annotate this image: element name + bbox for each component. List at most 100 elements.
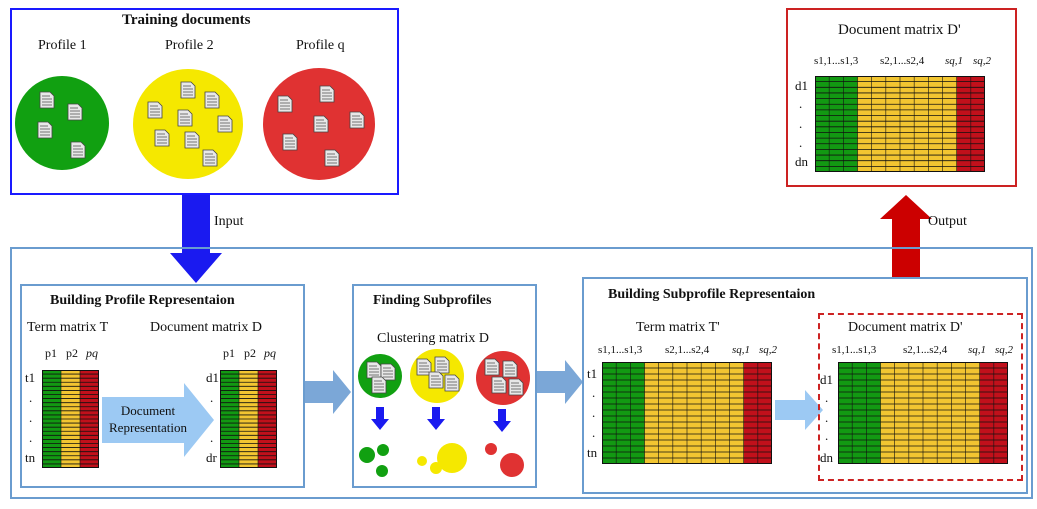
matrix-column (616, 362, 631, 464)
document-representation-label: Document Representation (109, 403, 187, 435)
sub-doc-row-dot3: . (825, 428, 829, 443)
matrix-column (965, 362, 980, 464)
sub-doc-row-d1: d1 (820, 372, 833, 387)
document-representation-arrow (102, 383, 214, 457)
matrix-column (857, 76, 872, 172)
sub-doc-row-dot2: . (825, 410, 829, 425)
matrix-border (42, 370, 99, 468)
sub-term-col-s1: s1,1...s1,3 (598, 344, 643, 356)
output-row-d1: d1 (795, 78, 808, 93)
matrix-column (602, 362, 617, 464)
doc-row-dot3: . (210, 430, 214, 445)
matrix-column (866, 362, 881, 464)
matrix-column (829, 76, 844, 172)
output-row-dot2: . (799, 116, 803, 131)
doc-col-p2: p2 (244, 346, 256, 360)
pipeline-panel (10, 247, 1033, 499)
input-label: Input (214, 214, 244, 229)
sub-doc-row-dot1: . (825, 390, 829, 405)
profile-q-label: Profile q (296, 38, 345, 53)
matrix-column (956, 76, 971, 172)
matrix-border (220, 370, 277, 468)
matrix-column (815, 76, 830, 172)
clustering-matrix-label: Clustering matrix D (377, 331, 489, 346)
matrix-column (880, 362, 895, 464)
matrix-column (838, 362, 853, 464)
matrix-column (687, 362, 702, 464)
output-col-sq2: sq,2 (973, 55, 992, 67)
matrix-column (729, 362, 744, 464)
term-row-dot1: . (29, 390, 33, 405)
matrix-column (843, 76, 858, 172)
document-matrix-d (220, 370, 277, 468)
output-label: Output (928, 214, 967, 229)
doc-row-d1: d1 (206, 370, 219, 385)
matrix-border (838, 362, 1008, 464)
matrix-column (928, 76, 943, 172)
term-matrix-t-prime (602, 362, 772, 464)
profile-1-label: Profile 1 (38, 38, 87, 53)
output-col-s2: s2,1...s2,4 (880, 55, 925, 67)
sub-doc-col-sq1: sq,1 (968, 344, 987, 356)
matrix-column (979, 362, 994, 464)
term-col-p2: p2 (66, 346, 78, 360)
matrix-column (942, 76, 957, 172)
matrix-column (743, 362, 758, 464)
matrix-column (852, 362, 867, 464)
term-row-t1: t1 (25, 370, 36, 385)
matrix-column (923, 362, 938, 464)
doc-row-dot1: . (210, 390, 214, 405)
matrix-column (644, 362, 659, 464)
matrix-border (602, 362, 772, 464)
selected-document-matrix-box (818, 313, 1023, 481)
sub-doc-row-dn: dn (820, 450, 833, 465)
sub-term-row-tn: tn (587, 445, 598, 460)
building-profile-title: Building Profile Representaion (50, 293, 235, 308)
matrix-column (914, 76, 929, 172)
matrix-column (658, 362, 673, 464)
output-row-dn: dn (795, 154, 808, 169)
term-matrix-t (42, 370, 99, 468)
flow-arrow-3 (775, 390, 823, 430)
sub-doc-col-sq2: sq,2 (995, 344, 1014, 356)
matrix-column (900, 76, 915, 172)
matrix-column (885, 76, 900, 172)
sub-doc-col-s1: s1,1...s1,3 (832, 344, 877, 356)
term-row-dot2: . (29, 410, 33, 425)
matrix-column (993, 362, 1008, 464)
flow-arrow-2 (537, 360, 583, 404)
output-row-dot3: . (799, 135, 803, 150)
sub-term-col-s2: s2,1...s2,4 (665, 344, 710, 356)
clustering-illustration (358, 349, 530, 477)
output-document-matrix (815, 76, 985, 172)
matrix-column (757, 362, 772, 464)
matrix-column (970, 76, 985, 172)
input-arrow (170, 195, 222, 283)
sub-doc-col-s2: s2,1...s2,4 (903, 344, 948, 356)
doc-col-p1: p1 (223, 346, 235, 360)
output-row-dot1: . (799, 96, 803, 111)
matrix-column (630, 362, 645, 464)
training-documents-box (10, 8, 399, 195)
document-matrix-d-prime-label: Document matrix D' (848, 320, 963, 335)
matrix-column (894, 362, 909, 464)
sub-term-row-t1: t1 (587, 366, 598, 381)
doc-row-dr: dr (206, 450, 217, 465)
sub-term-row-dot2: . (592, 405, 596, 420)
flow-arrow-1 (305, 370, 351, 414)
output-col-s1: s1,1...s1,3 (814, 55, 859, 67)
matrix-column (908, 362, 923, 464)
training-documents-title: Training documents (122, 12, 251, 28)
sub-term-col-sq2: sq,2 (759, 344, 778, 356)
matrix-column (672, 362, 687, 464)
sub-term-col-sq1: sq,1 (732, 344, 751, 356)
document-matrix-d-label: Document matrix D (150, 320, 262, 335)
doc-col-pq: pq (264, 346, 276, 360)
output-matrix-title: Document matrix D' (838, 22, 961, 38)
finding-subprofiles-title: Finding Subprofiles (373, 293, 492, 308)
matrix-column (871, 76, 886, 172)
term-col-p1: p1 (45, 346, 57, 360)
sub-term-row-dot3: . (592, 425, 596, 440)
matrix-column (715, 362, 730, 464)
term-row-tn: tn (25, 450, 36, 465)
